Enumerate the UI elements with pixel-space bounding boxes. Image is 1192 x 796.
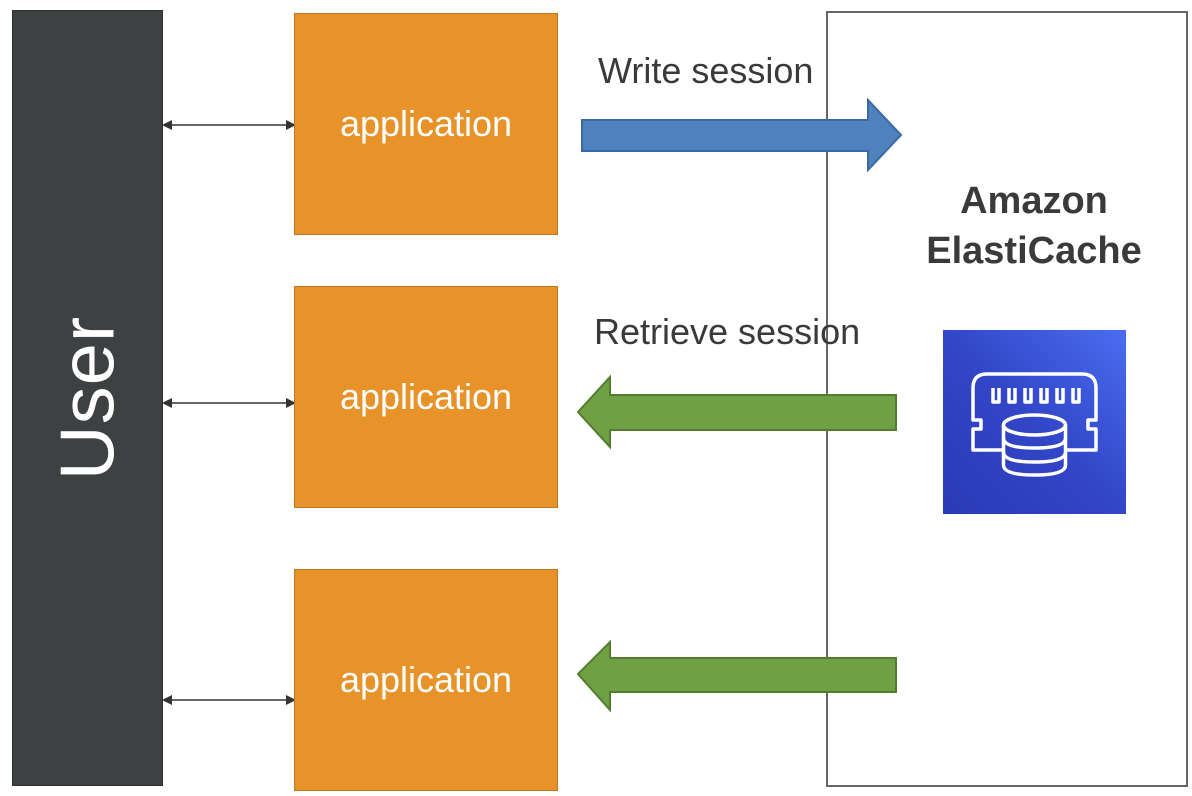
- user-label: User: [45, 315, 130, 481]
- retrieve-session-arrow-1: [576, 374, 897, 450]
- elasticache-title: Amazon ElastiCache: [862, 176, 1192, 276]
- memory-database-icon: [971, 372, 1098, 477]
- application-box-1: application: [294, 13, 558, 235]
- elasticache-icon: [943, 330, 1126, 514]
- application-label: application: [339, 659, 513, 700]
- write-session-label: Write session: [598, 50, 814, 91]
- elasticache-title-line1: Amazon: [960, 180, 1108, 222]
- write-session-arrow: [581, 97, 903, 173]
- user-app-link-2: [162, 398, 296, 408]
- application-label: application: [339, 103, 513, 144]
- application-label: application: [339, 376, 513, 417]
- user-app-link-3: [162, 695, 296, 705]
- user-app-link-1: [162, 120, 296, 130]
- application-box-2: application: [294, 286, 558, 508]
- retrieve-session-label: Retrieve session: [594, 311, 861, 352]
- retrieve-session-arrow-2: [576, 639, 897, 713]
- user-bar: User: [12, 10, 163, 786]
- application-box-3: application: [294, 569, 558, 791]
- elasticache-title-line2: ElastiCache: [926, 230, 1142, 272]
